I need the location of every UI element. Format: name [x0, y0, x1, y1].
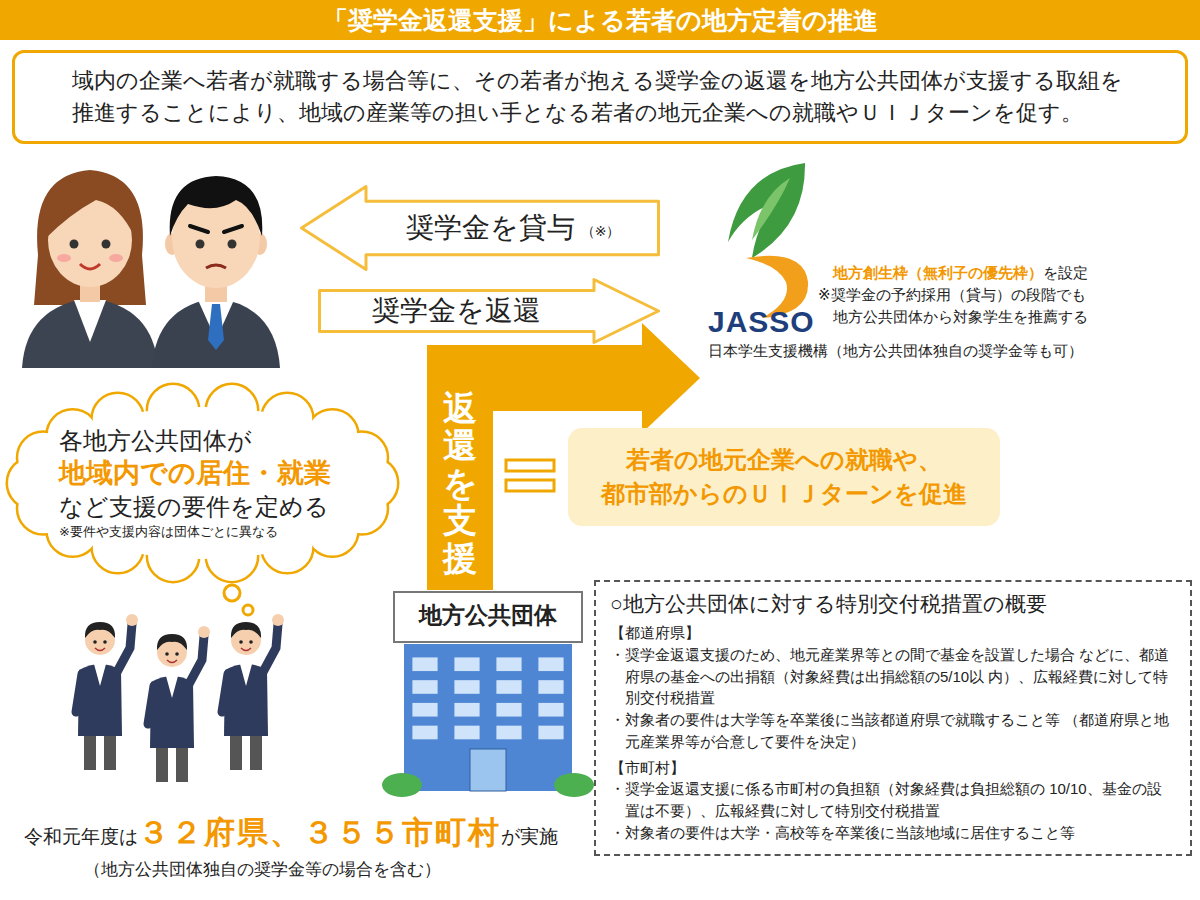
logo-leaf: [728, 163, 805, 258]
person-cheering: [148, 626, 210, 782]
bullet-text: ・奨学金返還支援に係る市町村の負担額（対象経費は負担総額の 10/10、基金の設…: [610, 778, 1176, 822]
student-woman: [22, 170, 158, 368]
window: [412, 680, 437, 694]
thought-bubble: [243, 605, 253, 615]
hair: [34, 170, 146, 305]
arrow-left-box: 奨学金を貸与 （※）: [300, 185, 660, 271]
eye: [196, 240, 205, 249]
note-text: ※奨学金の予約採用（貸与）の段階でも 地方公共団体から対象学生を推薦する: [818, 284, 1105, 328]
arrow-text: 奨学金を貸与: [406, 209, 575, 247]
eye: [70, 240, 79, 249]
mouth: [206, 265, 226, 268]
suit: [152, 298, 280, 368]
dashed-box: ○地方公共団体に対する特別交付税措置の概要【都道府県】・奨学金返還支援のため、地…: [594, 580, 1192, 856]
logo-leaf-light: [752, 178, 790, 240]
building-sign: 地方公共団体: [388, 600, 588, 631]
thought-bubble: [224, 585, 240, 601]
logo-text: JASSO: [708, 305, 1160, 338]
bush: [382, 773, 422, 797]
result-note-line: （地方公共団体独自の奨学金等の場合を含む）: [84, 858, 441, 881]
note-highlight: 地方創生枠（無利子の優先枠）: [833, 264, 1043, 281]
edge-label: 返還を支援: [443, 390, 477, 577]
arrow-right-box: 奨学金を返還: [318, 278, 660, 344]
jasso-logo: [728, 163, 808, 318]
intro-text: 域内の企業へ若者が就職する場合等に、その若者が抱える奨学金の返還を地方公共団体が…: [72, 65, 1128, 129]
window: [538, 657, 563, 671]
equals-bar: [506, 460, 554, 471]
bullet-text: ・奨学金返還支援のため、地元産業界等との間で基金を設置した場合 などに、都道府県…: [610, 644, 1176, 709]
tie: [208, 304, 224, 350]
window: [496, 680, 521, 694]
person-cheering: [222, 614, 284, 770]
window: [538, 680, 563, 694]
bush: [554, 773, 594, 797]
count-text: が実施: [501, 826, 558, 847]
window: [538, 726, 563, 740]
box-heading: ○地方公共団体に対する特別交付税措置の概要: [610, 590, 1176, 618]
bullet-text: ・対象者の要件は大学・高校等を卒業後に当該地域に居住すること等: [610, 822, 1176, 844]
count-note: （地方公共団体独自の奨学金等の場合を含む）: [84, 860, 441, 879]
window: [412, 657, 437, 671]
window: [412, 726, 437, 740]
result-box: 若者の地元企業への就職や、 都市部からのＵＩＪターンを促進: [568, 428, 1000, 526]
arrow-head: [642, 323, 700, 433]
count-number: ３２府県、３５５市町村: [138, 815, 501, 850]
jasso-box: JASSO 日本学生支援機構（地方公共団体独自の奨学金等も可）: [700, 305, 1160, 361]
bullet-text: ・対象者の要件は大学等を卒業後に当該都道府県で就職すること等 （都道府県と地元産…: [610, 709, 1176, 753]
cloud-text: 各地方公共団体が: [59, 425, 400, 456]
window: [538, 703, 563, 717]
hair: [170, 176, 263, 236]
title-text: 「奨学金返還支援」による若者の地方定着の推進: [323, 4, 878, 37]
entrance: [470, 749, 506, 791]
count-text: 令和元年度は: [24, 826, 138, 847]
window: [454, 680, 479, 694]
cloud-text: など支援の要件を定める: [59, 491, 400, 522]
block-arrow: [320, 280, 659, 343]
section-heading: 【市町村】: [610, 757, 1176, 779]
result-text: 若者の地元企業への就職や、 都市部からのＵＩＪターンを促進: [592, 443, 976, 510]
window: [496, 703, 521, 717]
window: [454, 703, 479, 717]
cheek: [109, 254, 123, 262]
mouth: [80, 264, 100, 269]
person-cheering: [76, 614, 138, 770]
title-band: 「奨学金返還支援」による若者の地方定着の推進: [0, 0, 1200, 40]
bangs: [46, 183, 135, 238]
building-box: 地方公共団体: [388, 590, 588, 795]
window: [496, 657, 521, 671]
shirt: [74, 300, 106, 342]
cloud-highlight: 地域内での居住・就業: [59, 456, 400, 491]
student-man: [152, 176, 280, 368]
window: [496, 726, 521, 740]
note-mark: （※）: [581, 223, 621, 241]
block-arrow: [302, 187, 659, 270]
result-line: 令和元年度は３２府県、３５５市町村が実施: [24, 812, 558, 854]
window: [454, 726, 479, 740]
eye: [102, 240, 111, 249]
building-body: [404, 644, 572, 791]
equals-bar: [506, 480, 554, 491]
cloud-box: 各地方公共団体が地域内での居住・就業など支援の要件を定める※要件や支援内容は団体…: [5, 383, 400, 583]
window: [454, 657, 479, 671]
org-name: 日本学生支援機構（地方公共団体独自の奨学金等も可）: [708, 342, 1160, 361]
equals-sign: [506, 460, 554, 491]
arrow-text: 奨学金を返還: [372, 292, 541, 330]
cloud-note: ※要件や支援内容は団体ごとに異なる: [59, 523, 400, 541]
note-line: 地方創生枠（無利子の優先枠）を設定: [818, 262, 1105, 284]
suit: [22, 298, 158, 368]
cheek: [57, 254, 71, 262]
intro-box: 域内の企業へ若者が就職する場合等に、その若者が抱える奨学金の返還を地方公共団体が…: [12, 50, 1188, 144]
section-heading: 【都道府県】: [610, 622, 1176, 644]
eye: [228, 240, 237, 249]
window: [412, 703, 437, 717]
eyebrow: [190, 226, 242, 232]
note-text: を設定: [1043, 264, 1088, 281]
note-group: 地方創生枠（無利子の優先枠）を設定※奨学金の予約採用（貸与）の段階でも 地方公共…: [818, 262, 1105, 327]
